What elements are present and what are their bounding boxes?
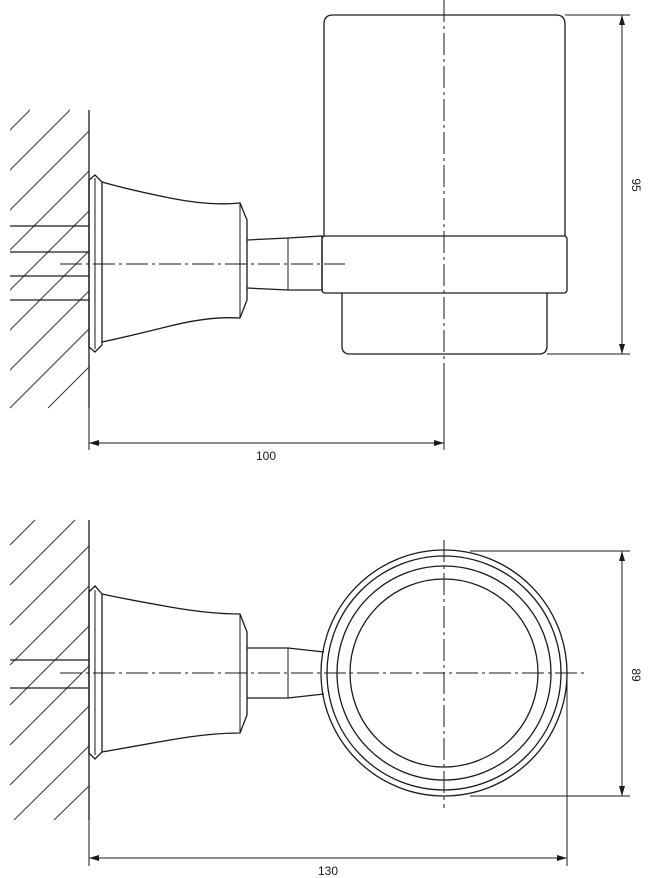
top-view: 130 89 xyxy=(9,519,643,878)
bracket-body xyxy=(101,181,248,343)
dimension-label-100: 100 xyxy=(256,449,276,463)
wall-hatching xyxy=(9,109,90,409)
mounting-rods-top xyxy=(10,659,89,689)
dimension-width-130: 130 xyxy=(88,673,568,878)
dimension-height-95: 95 xyxy=(547,14,643,355)
side-view: 100 95 xyxy=(9,0,643,463)
wall-hatching-top xyxy=(9,519,90,821)
dimension-label-89: 89 xyxy=(629,668,643,682)
dimension-width-100: 100 xyxy=(88,370,445,463)
dimension-label-95: 95 xyxy=(629,178,643,192)
mounting-rods xyxy=(10,225,89,301)
wall-flange xyxy=(88,174,103,353)
holder-arm xyxy=(246,235,323,291)
dimension-diameter-89: 89 xyxy=(470,550,643,797)
glass-bottom xyxy=(341,293,548,355)
dimension-label-130: 130 xyxy=(318,864,338,878)
